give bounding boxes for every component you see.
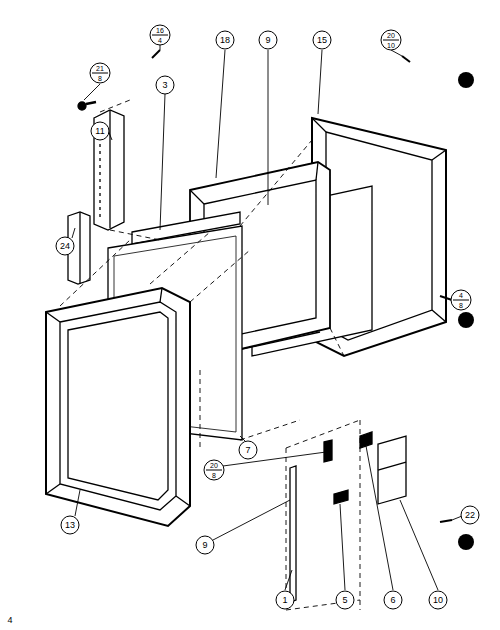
callout-number: 10 [433, 596, 443, 605]
callout-denominator: 8 [212, 472, 216, 479]
hinge-hardware [290, 432, 406, 602]
callout-number: 15 [317, 36, 327, 45]
punch-hole [458, 72, 474, 550]
callout-number: 22 [465, 511, 475, 520]
leader-line [72, 44, 462, 590]
callout-denominator: 4 [158, 37, 162, 44]
screw [78, 50, 452, 522]
front-frame [46, 288, 190, 526]
callout-numerator: 20 [210, 462, 218, 469]
assembly-line [60, 100, 360, 610]
callout-number: 6 [390, 596, 395, 605]
callout-numerator: 20 [387, 32, 395, 39]
callout-number: 3 [162, 81, 167, 90]
callout-number: 18 [220, 36, 230, 45]
callout-denominator: 8 [459, 302, 463, 309]
callout-denominator: 8 [98, 75, 102, 82]
callout-number: 1 [282, 596, 287, 605]
callout-number: 9 [265, 36, 270, 45]
callout-number: 13 [65, 521, 75, 530]
callout-numerator: 21 [96, 65, 104, 72]
callout-circle [56, 25, 479, 609]
callout-numerator: 16 [156, 27, 164, 34]
callout-number: 24 [60, 242, 70, 251]
callout-denominator: 10 [387, 42, 395, 49]
page-number: 4 [7, 616, 12, 625]
callout-number: 9 [202, 541, 207, 550]
callout-number: 5 [342, 596, 347, 605]
callout-numerator: 4 [459, 292, 463, 299]
callout-number: 7 [245, 446, 250, 455]
callout-number: 11 [95, 127, 104, 136]
